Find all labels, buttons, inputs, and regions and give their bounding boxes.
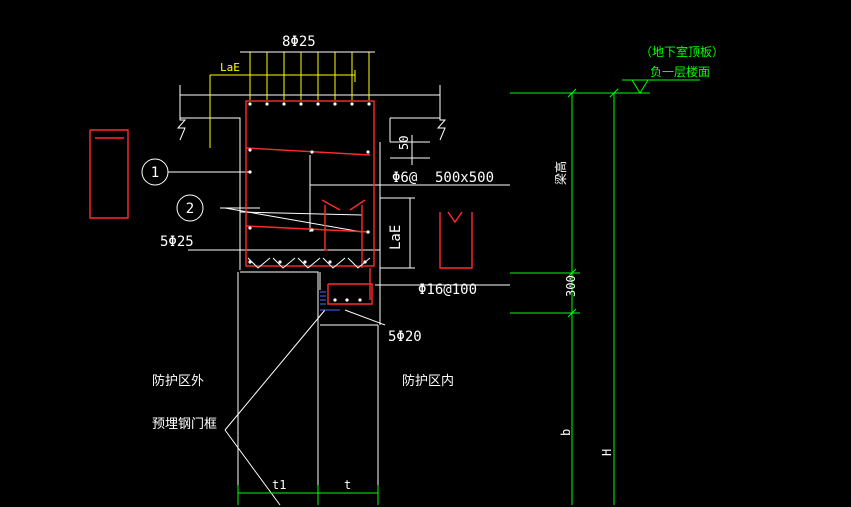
dim-50-label: 50 [397, 136, 411, 150]
rebar-cage [245, 100, 375, 305]
inside-zone-label: 防护区内 [402, 373, 454, 389]
left-red-element [89, 129, 129, 219]
rebar-dots [248, 102, 371, 302]
level-dimensions [237, 79, 700, 505]
dim-t1-label: t1 [272, 478, 286, 492]
stirrup-spec-label: Φ6@ [392, 170, 418, 186]
dim-300-label: 300 [564, 275, 578, 297]
lae-side-label: LaE [388, 225, 404, 250]
top-anchor-bars [209, 52, 370, 148]
floor-level-label: 负一层楼面 [650, 64, 710, 79]
bottom-bar-hooks [247, 257, 371, 269]
concrete-outline [168, 85, 510, 506]
lae-top-label: LaE [220, 61, 240, 74]
beam-depth-label: 梁高 [553, 161, 568, 185]
callout-2-label: 2 [186, 201, 194, 217]
right-red-element [439, 211, 473, 269]
side-dimensions [380, 135, 430, 269]
outside-zone-label: 防护区外 [152, 373, 204, 389]
base-bars-label: 5Φ20 [388, 329, 422, 345]
embedded-frame-label: 预埋钢门框 [152, 417, 217, 432]
dim-t-label: t [344, 478, 351, 492]
tie-spec-label: Φ16@100 [418, 282, 477, 298]
hatch-marks [320, 291, 340, 311]
bottom-bars-label: 5Φ25 [160, 234, 194, 250]
dim-b-label: b [559, 429, 573, 436]
callout-2-circle [176, 194, 204, 222]
callout-1-label: 1 [151, 165, 159, 181]
section-label: 500x500 [435, 170, 494, 186]
dim-H-label: H [600, 449, 614, 456]
basement-roof-label: （地下室顶板） [640, 44, 724, 59]
callout-1-circle [141, 158, 169, 186]
top-bars-label: 8Φ25 [282, 34, 316, 50]
